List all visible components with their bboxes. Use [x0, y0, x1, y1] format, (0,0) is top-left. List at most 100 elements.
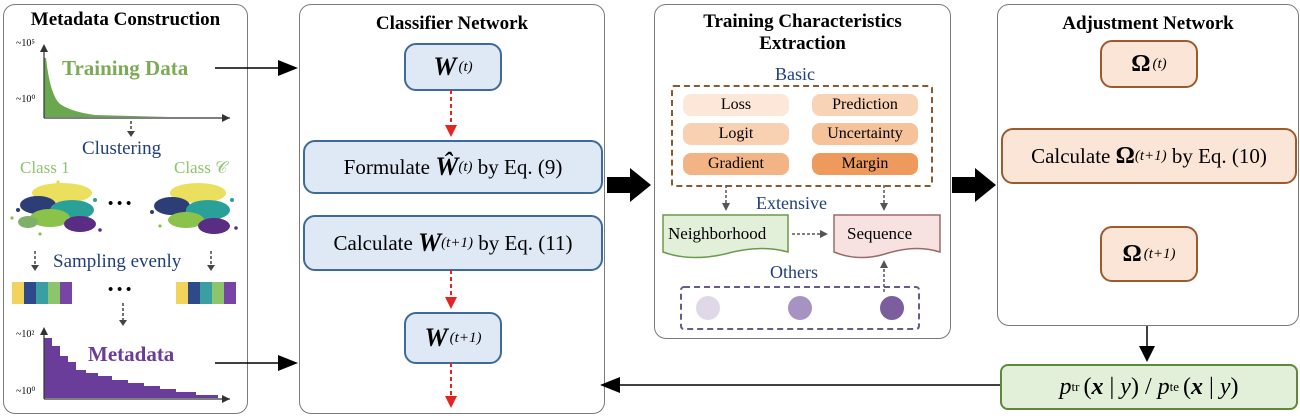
strip-cell	[200, 282, 212, 304]
ratio-x2: x	[1191, 373, 1203, 400]
chip-logit: Logit	[683, 123, 789, 145]
ratio-bar1: |	[1109, 373, 1115, 400]
metadata-graphics	[10, 44, 298, 403]
formulate-prefix: Formulate	[343, 154, 430, 179]
ratio-x1: x	[1091, 373, 1104, 400]
chip-margin: Margin	[812, 153, 918, 175]
calculate-prefix: Calculate	[333, 230, 413, 255]
block-arrow-to-adjustment	[952, 168, 996, 202]
sampling-arrows	[31, 251, 215, 271]
strip-cell	[224, 282, 236, 304]
block-arrow-to-training	[607, 168, 651, 202]
strip-cell	[188, 282, 200, 304]
training-data-label: Training Data	[62, 56, 189, 80]
training-axis-top-label: ~10⁵	[16, 38, 35, 49]
w-t1-box: W(t+1)	[404, 312, 502, 364]
strip-cell	[212, 282, 224, 304]
ratio-bar2: |	[1209, 373, 1214, 400]
metadata-arrow	[119, 303, 127, 326]
ratio-p1: p	[1059, 373, 1072, 400]
chip-uncertainty: Uncertainty	[812, 123, 918, 145]
others-label: Others	[770, 262, 818, 282]
ratio-y1: y	[1120, 373, 1131, 400]
extensive-label: Extensive	[756, 193, 827, 213]
basic-group-box	[671, 85, 933, 187]
formulate-superscript: (t)	[458, 158, 473, 175]
omega-symbol-3: Ω	[1122, 240, 1142, 267]
sequence-label: Sequence	[847, 224, 913, 243]
calculate-w-box: Calculate W(t+1) by Eq. (11)	[303, 215, 603, 271]
clustering-arrow	[127, 121, 135, 137]
strip-ellipsis: • • •	[108, 282, 132, 298]
sample-strip-right	[176, 282, 236, 304]
calc-omega-suffix: by Eq. (10)	[1171, 143, 1267, 168]
class-c-label: Class 𝒞	[174, 158, 228, 177]
chip-gradient: Gradient	[683, 153, 789, 175]
meta-axis-bottom-label: ~10⁰	[16, 386, 36, 397]
red-dashed-arrow-3	[445, 363, 457, 408]
training-to-classifier-arrow	[215, 60, 298, 76]
omega-symbol: Ω	[1131, 50, 1151, 77]
w-hat-symbol: Ŵ	[435, 152, 459, 181]
calculate-superscript: (t+1)	[441, 234, 473, 251]
w-t-box: W(t)	[404, 43, 502, 91]
sequence-shape	[833, 214, 941, 259]
ratio-tr: tr	[1071, 379, 1080, 394]
meta-axis-top-label: ~10²	[16, 329, 35, 340]
ratio-to-classifier-arrow	[600, 377, 1000, 393]
w-symbol: W	[433, 52, 457, 81]
strip-cell	[176, 282, 188, 304]
chip-prediction: Prediction	[812, 94, 918, 116]
neighborhood-to-sequence-arrow	[792, 230, 828, 238]
red-dashed-arrow-2	[445, 270, 457, 309]
clustering-label: Clustering	[82, 138, 162, 159]
cluster-ellipsis: • • •	[108, 196, 132, 212]
basic-label: Basic	[775, 64, 815, 84]
calculate-omega-box: Calculate Ω(t+1) by Eq. (10)	[1001, 128, 1297, 184]
others-circle	[788, 296, 812, 320]
adjustment-panel-title: Adjustment Network	[1062, 13, 1234, 34]
classifier-panel-title: Classifier Network	[375, 13, 529, 34]
omega-t1-box: Ω(t+1)	[1100, 226, 1198, 282]
class-1-cluster	[10, 180, 102, 236]
strip-cell	[24, 282, 36, 304]
others-circle	[880, 296, 904, 320]
w-t1-superscript: (t+1)	[449, 329, 482, 346]
others-circles	[696, 296, 904, 320]
ratio-y2: y	[1219, 373, 1231, 400]
omega-t-box: Ω(t)	[1100, 40, 1198, 88]
others-to-sequence-arrow	[880, 260, 888, 292]
metadata-histogram	[40, 327, 230, 403]
omega-t1-superscript: (t+1)	[1143, 245, 1176, 262]
basic-to-sequence-arrow	[880, 185, 888, 211]
class-1-label: Class 1	[20, 158, 70, 177]
strip-cell	[12, 282, 24, 304]
training-panel-title-line2: Extraction	[759, 33, 846, 54]
calculate-suffix: by Eq. (11)	[478, 230, 573, 255]
sampling-evenly-label: Sampling evenly	[53, 251, 182, 272]
ratio-p2: p	[1157, 373, 1170, 400]
neighborhood-shape	[662, 214, 789, 259]
omega-t-superscript: (t)	[1152, 55, 1167, 72]
training-panel-title-line1: Training Characteristics	[703, 11, 902, 32]
calc-omega-prefix: Calculate	[1031, 143, 1111, 168]
w-symbol-3: W	[424, 323, 448, 352]
metadata-label: Metadata	[88, 342, 175, 366]
metadata-to-classifier-arrow	[215, 355, 298, 371]
omega-symbol-2: Ω	[1115, 142, 1135, 169]
neighborhood-label: Neighborhood	[668, 224, 767, 243]
chip-loss: Loss	[683, 94, 789, 116]
training-data-histogram	[40, 44, 230, 122]
red-dashed-arrow-1	[445, 90, 457, 137]
basic-to-neighborhood-arrow	[722, 185, 730, 211]
strip-cell	[36, 282, 48, 304]
metadata-panel-title: Metadata Construction	[30, 9, 221, 30]
sample-strip-left	[12, 282, 72, 304]
training-axis-bottom-label: ~10⁰	[16, 94, 36, 105]
formulate-suffix: by Eq. (9)	[477, 154, 563, 179]
others-group-box	[680, 286, 920, 330]
strip-cell	[60, 282, 72, 304]
